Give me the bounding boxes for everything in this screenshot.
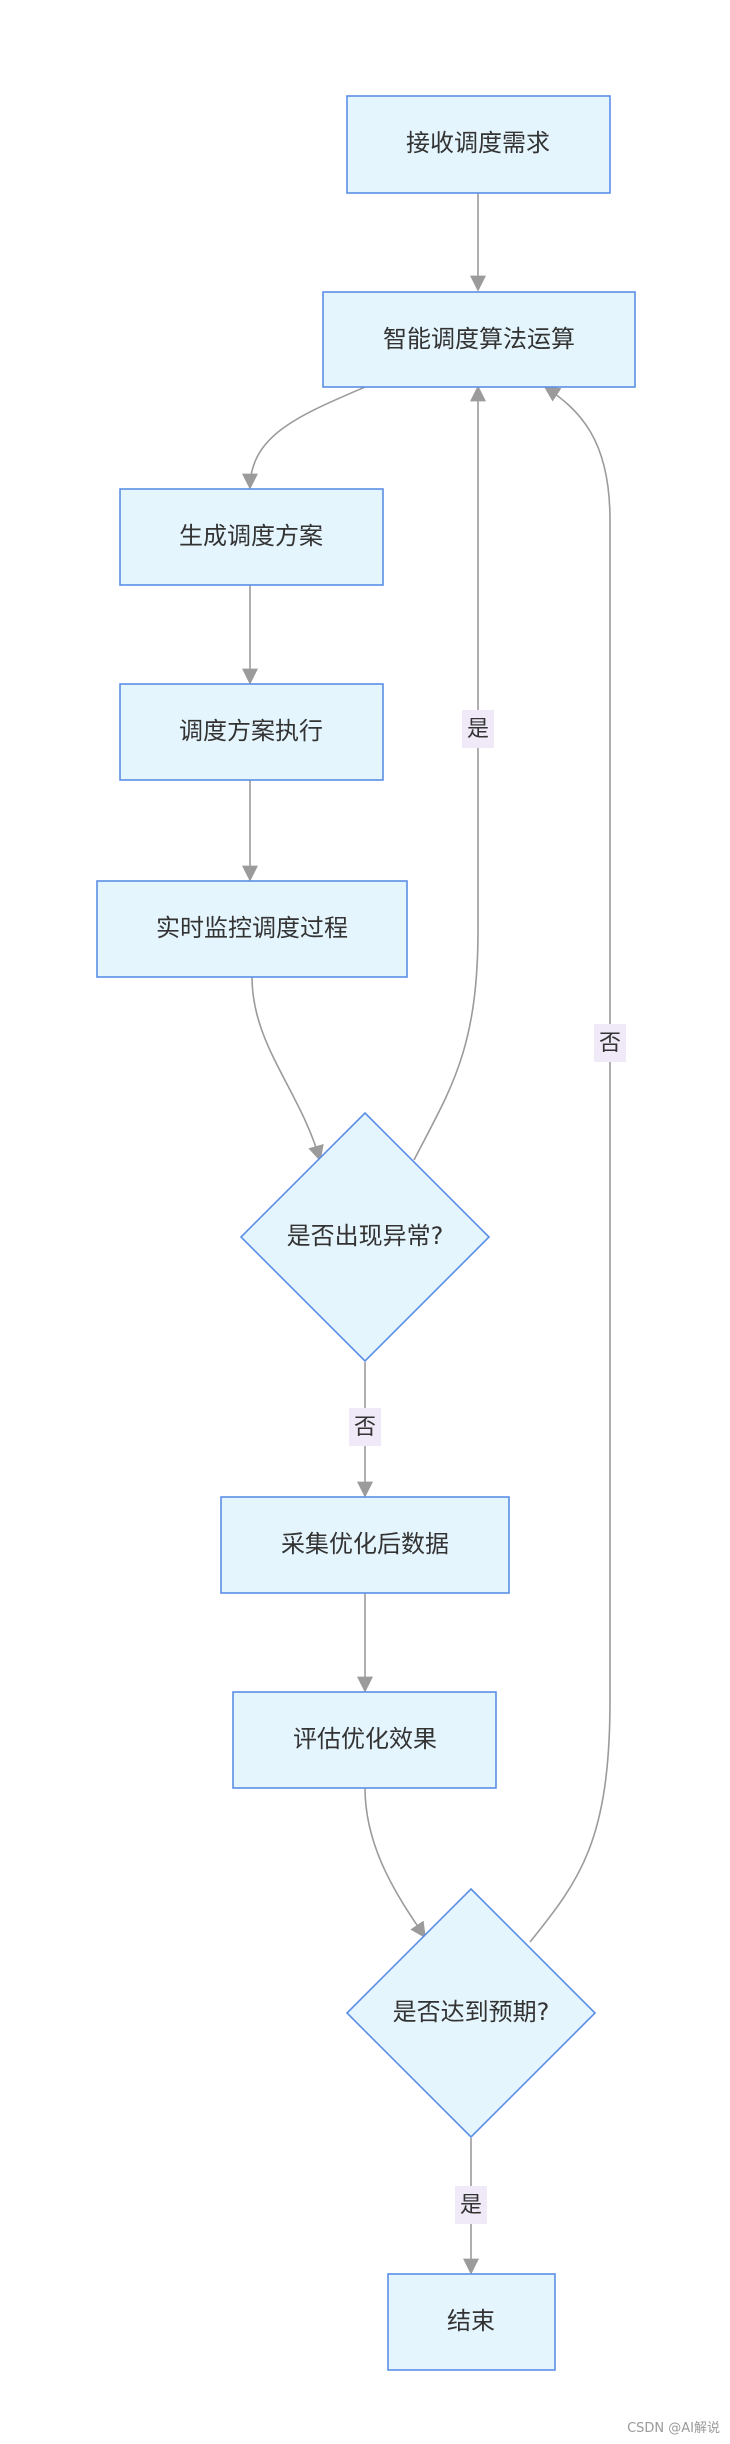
edge-label-expected-yes: 是 xyxy=(455,2186,487,2224)
svg-text:智能调度算法运算: 智能调度算法运算 xyxy=(383,325,575,353)
svg-text:否: 否 xyxy=(599,1031,621,1056)
node-monitor-process: 实时监控调度过程 xyxy=(96,880,408,978)
edge-expected-no-to-algorithm xyxy=(529,386,611,1943)
svg-text:结束: 结束 xyxy=(447,2307,495,2335)
node-generate-plan: 生成调度方案 xyxy=(119,488,384,586)
node-execute-plan: 调度方案执行 xyxy=(119,683,384,781)
svg-text:实时监控调度过程: 实时监控调度过程 xyxy=(156,914,348,942)
svg-text:评估优化效果: 评估优化效果 xyxy=(293,1725,437,1753)
svg-text:接收调度需求: 接收调度需求 xyxy=(406,129,550,157)
node-evaluate-effect: 评估优化效果 xyxy=(232,1691,497,1789)
svg-text:是否出现异常?: 是否出现异常? xyxy=(287,1222,444,1250)
watermark: CSDN @AI解说 xyxy=(627,2421,720,2436)
svg-text:是: 是 xyxy=(467,717,489,742)
svg-text:否: 否 xyxy=(354,1415,376,1440)
node-receive-request: 接收调度需求 xyxy=(346,95,611,194)
svg-text:是: 是 xyxy=(460,2193,482,2218)
edge-algorithm-to-generate xyxy=(242,386,366,490)
edge-anomaly-yes-to-algorithm xyxy=(413,385,486,1161)
svg-text:是否达到预期?: 是否达到预期? xyxy=(393,1998,550,2026)
edge-monitor-to-anomaly xyxy=(251,976,324,1162)
edge-label-anomaly-no: 否 xyxy=(349,1408,381,1446)
svg-text:生成调度方案: 生成调度方案 xyxy=(179,522,323,550)
edge-evaluate-to-expected xyxy=(364,1787,426,1939)
edge-label-expected-no: 否 xyxy=(594,1024,626,1062)
node-end: 结束 xyxy=(387,2273,556,2371)
node-smart-algorithm: 智能调度算法运算 xyxy=(322,291,636,388)
svg-text:调度方案执行: 调度方案执行 xyxy=(179,717,323,745)
decision-anomaly: 是否出现异常? xyxy=(239,1111,491,1363)
edge-label-anomaly-yes: 是 xyxy=(462,710,494,748)
node-collect-data: 采集优化后数据 xyxy=(220,1496,510,1594)
decision-expected: 是否达到预期? xyxy=(345,1887,597,2139)
svg-text:采集优化后数据: 采集优化后数据 xyxy=(281,1530,449,1558)
